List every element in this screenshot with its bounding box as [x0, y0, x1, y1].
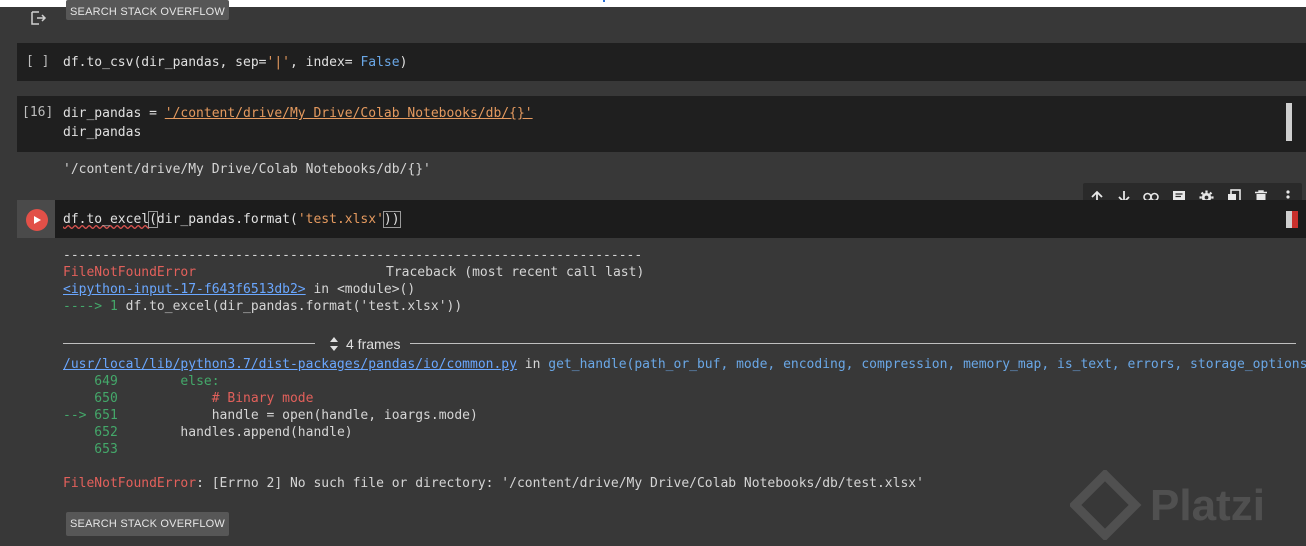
code-string: '/content/drive/My Drive/Colab Notebooks… [164, 106, 533, 121]
cell-3-scroll-marker [1292, 211, 1298, 228]
traceback-line: 649 else: [63, 373, 220, 390]
line-number: 650 [63, 391, 118, 406]
error-message: : [Errno 2] No such file or directory: '… [196, 476, 924, 491]
frames-toggle[interactable]: 4 frames [328, 334, 400, 354]
line-number: 652 [63, 425, 118, 440]
final-error: FileNotFoundError: [Errno 2] No such fil… [63, 475, 924, 492]
traceback-dashes: ----------------------------------------… [63, 248, 643, 263]
line-number: 649 [63, 374, 118, 389]
code-string: 'test.xlsx' [297, 212, 384, 227]
traceback-header: FileNotFoundError [63, 264, 196, 281]
code-paren: ( [148, 211, 158, 228]
frames-divider-left [63, 343, 315, 344]
arrow-code: df.to_excel(dir_pandas.format('test.xlsx… [125, 299, 463, 314]
line-number: --> 651 [63, 408, 118, 423]
cell-1-code[interactable]: df.to_csv(dir_pandas, sep='|', index= Fa… [63, 53, 407, 72]
frames-label: 4 frames [346, 336, 401, 352]
function-signature: get_handle(path_or_buf, mode, encoding, … [548, 357, 1306, 372]
cell-3-scrollbar[interactable] [1286, 211, 1292, 228]
line-code: handle = open(handle, ioargs.mode) [117, 408, 478, 423]
cell-3-code[interactable]: df.to_excel(dir_pandas.format('test.xlsx… [63, 210, 401, 229]
traceback-input-line: <ipython-input-17-f643f6513db2> in <modu… [63, 281, 415, 298]
in-module-text: in <module>() [305, 282, 416, 297]
traceback-line: 650 # Binary mode [63, 390, 313, 407]
cell-2-scrollbar[interactable] [1286, 103, 1292, 141]
error-name: FileNotFoundError [63, 476, 197, 491]
cell-2-output: '/content/drive/My Drive/Colab Notebooks… [63, 162, 431, 177]
error-name: FileNotFoundError [63, 265, 197, 280]
traceback-line: 653 [63, 441, 118, 458]
code-text: )) [382, 211, 401, 228]
ipython-input-link[interactable]: <ipython-input-17-f643f6513db2> [63, 282, 306, 297]
code-text: ) [399, 55, 408, 70]
code-text: dir_pandas = [63, 106, 165, 121]
in-text: in [516, 357, 549, 372]
top-indicator [603, 0, 605, 2]
cell-2-prompt: [16] [22, 105, 54, 120]
code-text: dir_pandas.format( [156, 212, 298, 227]
arrow-prefix: ----> 1 [63, 299, 126, 314]
code-cell-2[interactable] [17, 96, 1306, 152]
code-cell-1[interactable] [17, 43, 1306, 81]
traceback-arrow-line: ----> 1 df.to_excel(dir_pandas.format('t… [63, 298, 462, 315]
trash-icon[interactable] [1251, 187, 1271, 207]
traceback-line: 652 handles.append(handle) [63, 424, 353, 441]
code-cell-3[interactable] [55, 200, 1306, 238]
code-text: df.to_excel [63, 212, 150, 227]
run-cell-button[interactable] [26, 209, 48, 231]
frames-divider-right [410, 343, 1296, 344]
code-text: dir_pandas [63, 125, 142, 140]
cell-1-prompt: [ ] [26, 54, 50, 69]
code-text: df.to_csv(dir_pandas, sep= [63, 55, 267, 70]
code-keyword: False [360, 55, 400, 70]
code-text: , index= [289, 55, 361, 70]
search-stack-overflow-button[interactable]: SEARCH STACK OVERFLOW [66, 512, 229, 536]
line-code: # Binary mode [117, 391, 314, 406]
expand-icon [330, 337, 338, 351]
traceback-line: --> 651 handle = open(handle, ioargs.mod… [63, 407, 478, 424]
traceback-label: Traceback (most recent call last) [386, 265, 645, 280]
platzi-watermark: Platzi [1068, 468, 1300, 542]
cell-2-code[interactable]: dir_pandas = '/content/drive/My Drive/Co… [63, 104, 533, 142]
search-stack-overflow-button-top[interactable]: SEARCH STACK OVERFLOW [66, 0, 229, 20]
file-link[interactable]: /usr/local/lib/python3.7/dist-packages/p… [63, 357, 517, 372]
output-action-icon[interactable] [31, 11, 47, 25]
line-code: else: [117, 374, 220, 389]
play-icon [34, 216, 41, 224]
line-code: handles.append(handle) [117, 425, 353, 440]
top-bar [0, 0, 1306, 7]
line-number: 653 [63, 442, 118, 457]
traceback-file-line: /usr/local/lib/python3.7/dist-packages/p… [63, 356, 1306, 373]
watermark-text: Platzi [1150, 481, 1265, 530]
code-string: '|' [266, 55, 290, 70]
